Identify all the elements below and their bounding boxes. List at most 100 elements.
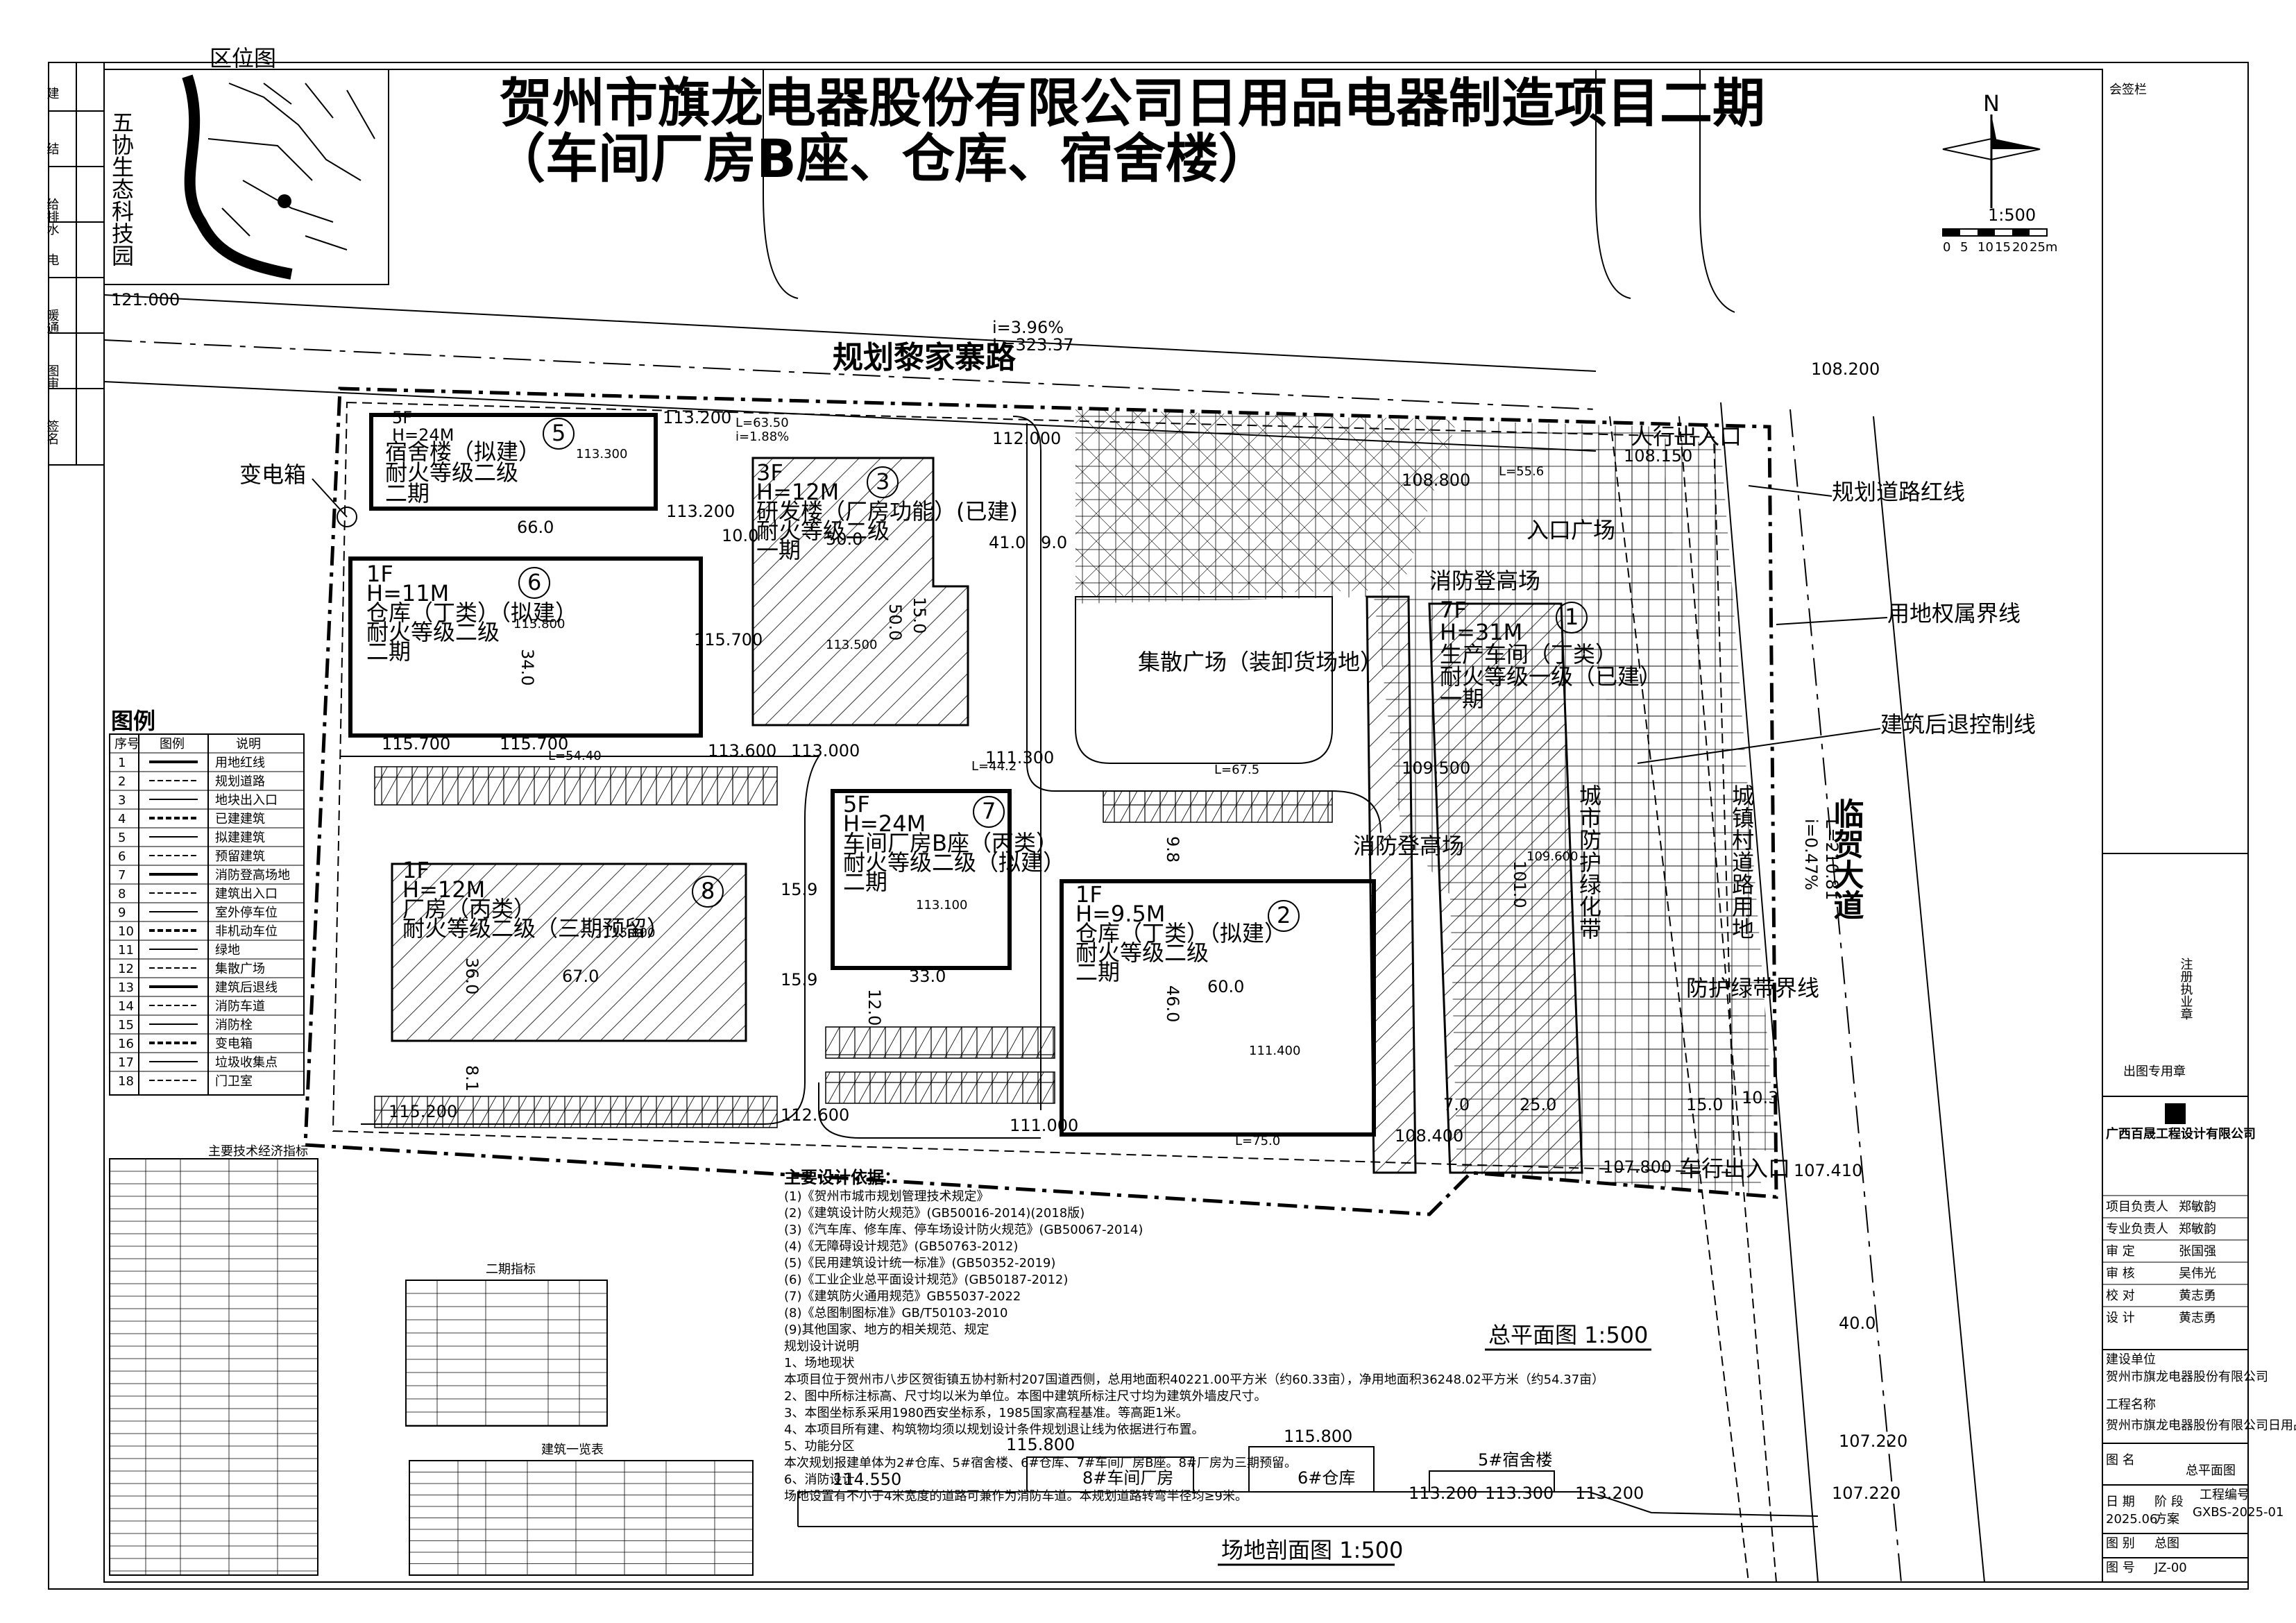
design-notes: 主要设计依据： (1)《贺州市城市规划管理技术规定》(2)《建筑设计防火规范》(…: [784, 1168, 1604, 1504]
building-6-line4: 耐火等级二级: [366, 619, 500, 645]
notes-line: (6)《工业企业总平面设计规范》(GB50187-2012): [784, 1273, 1068, 1287]
building-7-line1: 5F: [843, 791, 870, 817]
legend-title: 图例: [111, 708, 155, 734]
dim-9: 9.0: [1041, 533, 1067, 552]
location-map-label: 五协生态科技园: [108, 111, 135, 266]
dim-8-1: 8.1: [462, 1065, 482, 1091]
legend-row-desc: 预留建筑: [215, 849, 265, 864]
dim-9-8: 9.8: [1163, 836, 1182, 863]
building-1-line5: 一期: [1440, 686, 1484, 712]
building-2-line3: 仓库（丁类）（拟建）: [1075, 920, 1286, 946]
legend-row-desc: 室外停车位: [215, 906, 278, 920]
elevation-15: 115.200: [389, 1102, 457, 1121]
main-indicators-table: 主要技术经济指标: [109, 1144, 318, 1576]
green-line-label: 防护绿带界线: [1686, 975, 1819, 1001]
dim-l55: L=55.6: [1499, 464, 1544, 479]
land-boundary-label: 用地权属界线: [1887, 600, 2021, 627]
building-7-line4: 耐火等级二级（拟建）: [843, 849, 1065, 876]
legend-row-no: 9: [118, 906, 126, 920]
title-block-role: 校 对: [2106, 1289, 2135, 1303]
drawing-title-line2: （车间厂房B座、仓库、宿舍楼）: [493, 128, 1271, 189]
legend-row-desc: 变电箱: [215, 1037, 253, 1051]
building-2-line5: 二期: [1075, 959, 1120, 985]
legend-row-no: 6: [118, 849, 126, 864]
elevation-19: 107.800: [1603, 1157, 1672, 1177]
section-elev-7: 107.220: [1832, 1484, 1900, 1503]
parking-row-north: [374, 766, 778, 806]
title-block-person: 郑敏韵: [2179, 1200, 2216, 1214]
number-label: 工程编号: [2200, 1488, 2250, 1502]
sheet-value: 总图: [2154, 1536, 2179, 1551]
dim-slope: i=1.88%: [735, 430, 789, 444]
north-road-name: 规划黎家寨路: [833, 340, 1017, 375]
legend-row-no: 4: [118, 812, 126, 826]
notes-line: (9)其他国家、地方的相关规范、规定: [784, 1323, 989, 1337]
building-7-number: 7: [982, 798, 996, 824]
legend-row-desc: 门卫室: [215, 1074, 253, 1089]
building-5: [369, 413, 658, 511]
building-2: [1060, 879, 1376, 1137]
legend-row-desc: 消防车道: [215, 999, 265, 1014]
legend-row-desc: 用地红线: [215, 756, 265, 770]
dim-10: 10.0: [722, 526, 758, 545]
legend-row-desc: 已建建筑: [215, 812, 265, 826]
building-8-line3: 厂房（丙类）: [402, 896, 536, 922]
legend-row-desc: 消防栓: [215, 1018, 253, 1033]
notes-line: (7)《建筑防火通用规范》GB55037-2022: [784, 1289, 1021, 1304]
side-strip-stamp: 出图专用章: [2123, 1064, 2186, 1079]
dim-60: 60.0: [1207, 977, 1244, 996]
building-3-line2: H=12M: [756, 479, 839, 505]
dim-40: 40.0: [1839, 1314, 1876, 1333]
elevation-16: 112.600: [781, 1105, 849, 1125]
building-3-line4: 耐火等级二级: [756, 518, 890, 544]
legend-row-desc: 拟建建筑: [215, 831, 265, 845]
section-caption: 场地剖面图 1:500: [1221, 1537, 1403, 1563]
building-1-number: 1: [1565, 604, 1579, 630]
elevation-12: 113.000: [791, 741, 860, 760]
section-label-8: 8#车间厂房: [1082, 1468, 1173, 1488]
legend-row-no: 5: [118, 831, 126, 845]
elevation-17: 111.000: [1010, 1116, 1078, 1135]
notes-line: 本次规划报建单体为2#仓库、5#宿舍楼、6#仓库、7#车间厂房B座。8#厂房为三…: [784, 1456, 1297, 1470]
dim-l54: L=54.40: [548, 749, 602, 763]
dim-l44: L=44.2: [971, 759, 1017, 774]
building-8-line1: 1F: [402, 857, 430, 883]
building-7-level: 113.100: [916, 898, 967, 912]
legend-row-no: 13: [118, 980, 134, 995]
left-strip-item: 建: [45, 87, 60, 99]
dim-41: 41.0: [989, 533, 1026, 552]
building-3-number: 3: [876, 468, 890, 495]
drawing-title-line1: 贺州市旗龙电器股份有限公司日用品电器制造项目二期: [500, 72, 1765, 134]
legend-row-no: 17: [118, 1055, 134, 1070]
notes-line: 规划设计说明: [784, 1339, 859, 1354]
title-block-person: 黄志勇: [2179, 1289, 2216, 1303]
dim-12: 12.0: [865, 989, 884, 1026]
location-map-title: 区位图: [210, 45, 276, 71]
scale-tick-0: 0: [1943, 240, 1950, 255]
title-block-role: 审 定: [2106, 1244, 2135, 1259]
left-strip-item: 给排水: [45, 198, 60, 235]
building-7-line2: H=24M: [843, 810, 926, 837]
entry-plaza-area: [1075, 409, 1457, 597]
building-5-number: 5: [552, 420, 566, 446]
legend-row-desc: 集散广场: [215, 962, 265, 976]
elevation-9: 115.700: [500, 734, 568, 754]
title-block-person: 黄志勇: [2179, 1311, 2216, 1325]
setback-line: [332, 401, 1736, 1174]
parking-row-south: [374, 1096, 778, 1128]
notes-line: (2)《建筑设计防火规范》(GB50016-2014)(2018版): [784, 1206, 1085, 1221]
notes-line: 2、图中所标注标高、尺寸均以米为单位。本图中建筑所标注尺寸均为建筑外墙皮尺寸。: [784, 1389, 1266, 1404]
elevation-2: 108.200: [1811, 359, 1880, 379]
legend-row-desc: 非机动车位: [215, 924, 278, 939]
planned-road-line-label: 规划道路红线: [1832, 479, 1965, 505]
building-5-line3: 宿舍楼（拟建）: [385, 439, 541, 465]
scale-tick-10: 10: [1978, 240, 1993, 255]
green-belt-label: 城市防护绿化带: [1576, 784, 1602, 940]
title-block-role: 审 核: [2106, 1266, 2135, 1281]
elevation-20: 107.410: [1794, 1161, 1862, 1180]
dim-7: 7.0: [1443, 1095, 1470, 1114]
elevation-7: 108.150: [1624, 446, 1692, 466]
elevation-1: 121.000: [111, 290, 180, 309]
location-map: 区位图 五协生态科技园: [103, 45, 389, 285]
date-value: 2025.06: [2106, 1512, 2157, 1527]
